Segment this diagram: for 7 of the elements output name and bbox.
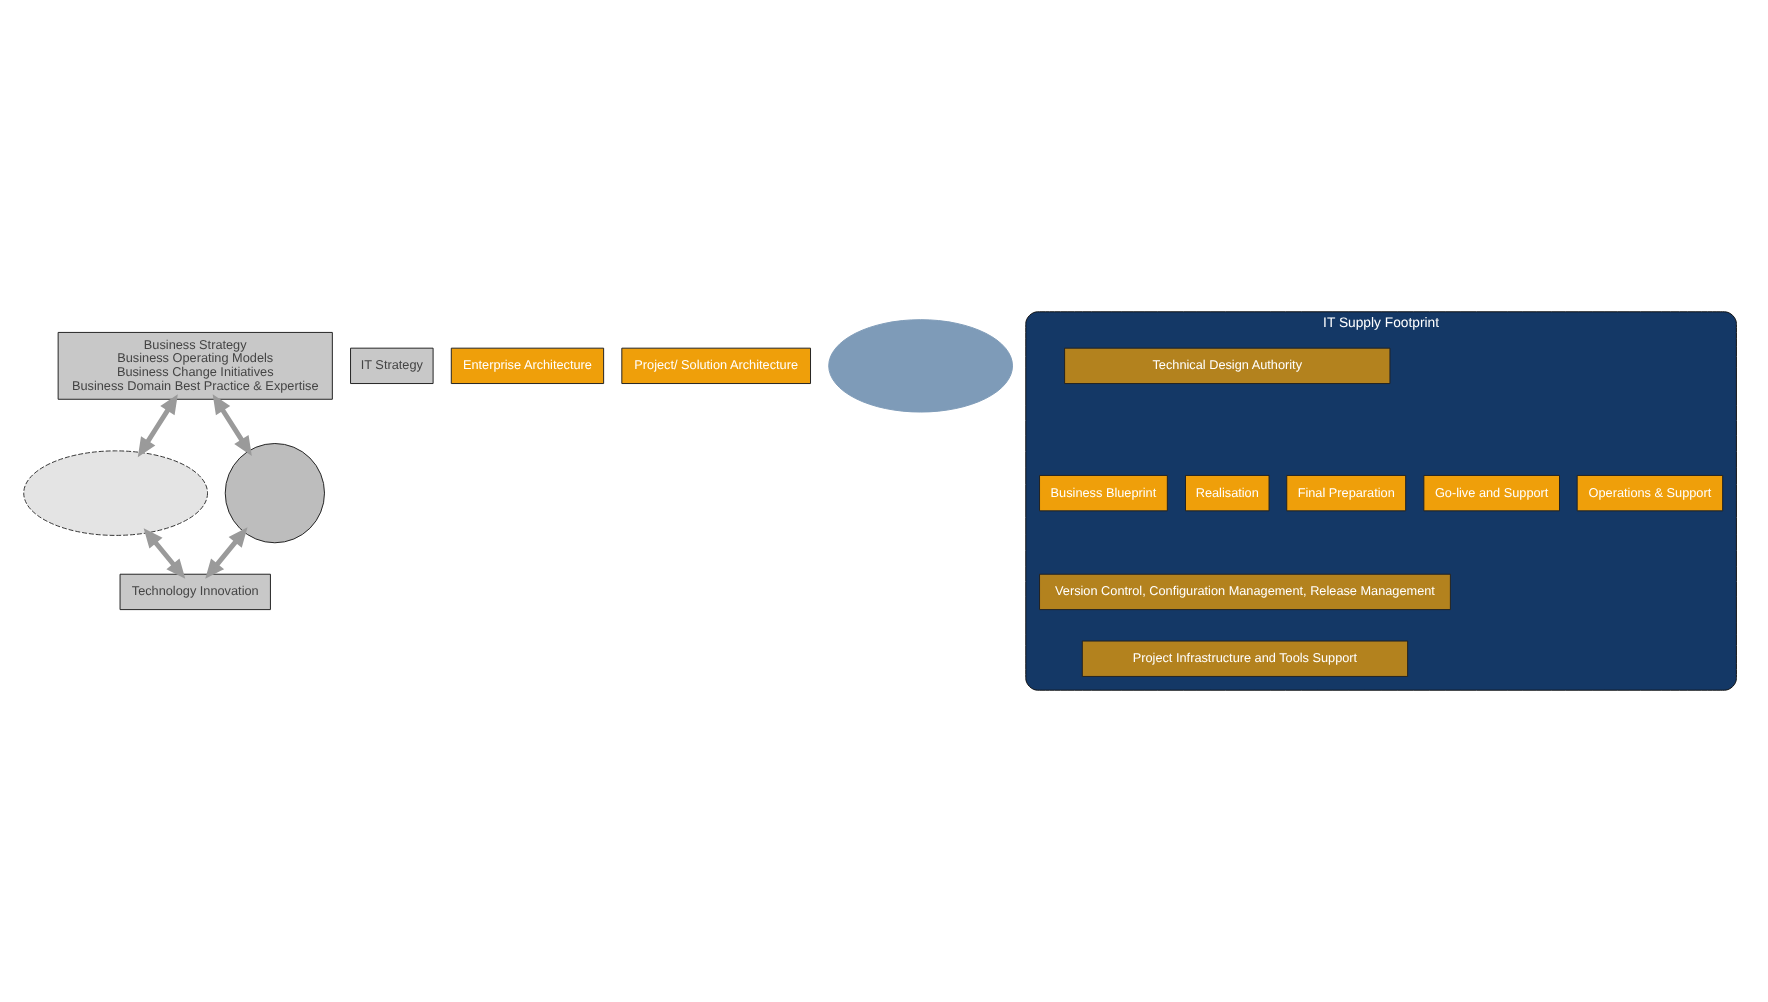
- arrow: [212, 394, 252, 456]
- node-ellipse: [23, 450, 208, 536]
- node-ellipse: [828, 319, 1013, 413]
- node-circle: [224, 443, 325, 544]
- arrow: [205, 527, 248, 579]
- arrow: [143, 528, 186, 579]
- arrow: [137, 394, 178, 458]
